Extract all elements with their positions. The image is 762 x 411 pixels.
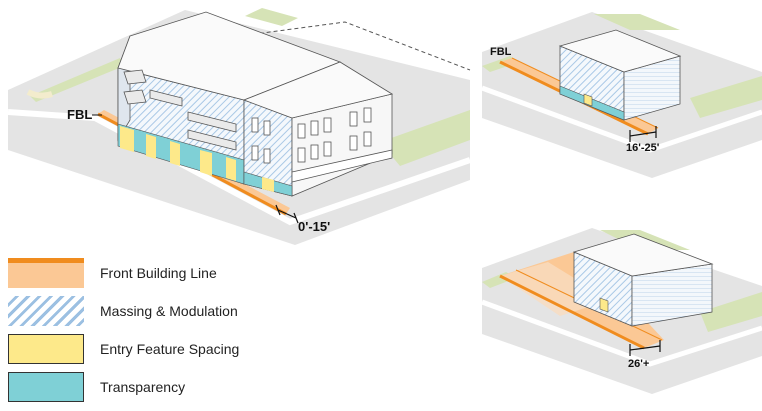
transparency-swatch bbox=[8, 372, 84, 402]
front-building-line-swatch bbox=[8, 258, 84, 288]
entry-feature-spacing-swatch bbox=[8, 334, 84, 364]
massing-modulation-swatch bbox=[8, 296, 84, 326]
bottom-right-diagram: 26'+ bbox=[482, 228, 762, 394]
legend-item-entry-feature-spacing: Entry Feature Spacing bbox=[8, 334, 308, 366]
main-road-corner bbox=[28, 92, 52, 96]
main-diagram: 0'-15' FBL bbox=[8, 8, 470, 245]
legend-label: Transparency bbox=[100, 379, 185, 395]
main-grass-back bbox=[245, 8, 298, 26]
legend-label: Entry Feature Spacing bbox=[100, 341, 239, 357]
main-dimension-label: 0'-15' bbox=[298, 219, 330, 234]
legend-label: Front Building Line bbox=[100, 265, 217, 281]
tr-fbl-label: FBL bbox=[490, 46, 512, 58]
main-fbl-label: FBL bbox=[67, 107, 92, 122]
top-right-diagram: 16'-25' FBL bbox=[482, 12, 762, 178]
br-dimension-label: 26'+ bbox=[628, 358, 649, 370]
legend-label: Massing & Modulation bbox=[100, 303, 238, 319]
tr-dimension-label: 16'-25' bbox=[626, 142, 660, 154]
legend-item-front-building-line: Front Building Line bbox=[8, 258, 308, 290]
legend-item-transparency: Transparency bbox=[8, 372, 308, 404]
legend-item-massing-modulation: Massing & Modulation bbox=[8, 296, 308, 328]
